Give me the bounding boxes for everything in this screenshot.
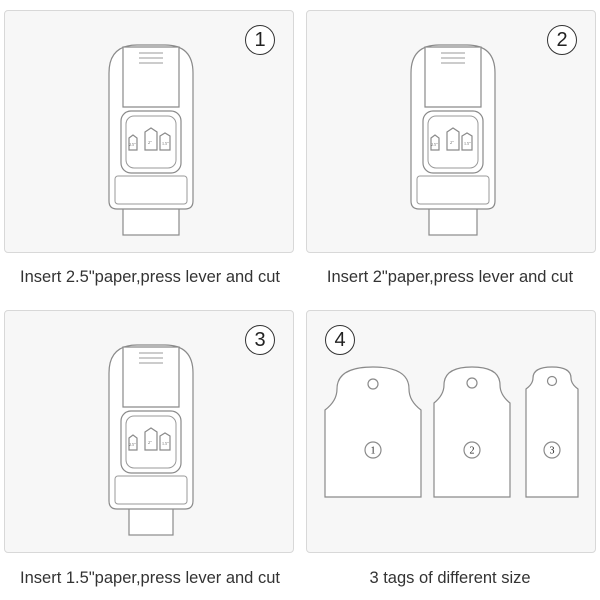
step-1-panel: 1 2.5" 2" 1.5" xyxy=(4,10,294,253)
step-number-badge: 2 xyxy=(547,25,577,55)
tag-label-large: 1.5" xyxy=(162,441,169,446)
tag-label-small: 2.5" xyxy=(431,142,438,147)
punch-lever xyxy=(122,346,180,408)
tag-label-medium: 2" xyxy=(148,440,152,445)
tag-medium: 2 xyxy=(433,366,511,498)
tag-label-small: 2.5" xyxy=(129,442,136,447)
step-2-panel: 2 2.5" 2" 1.5" xyxy=(306,10,596,253)
step-4-caption: 3 tags of different size xyxy=(369,569,531,587)
step-2-caption: Insert 2"paper,press lever and cut xyxy=(326,268,574,286)
tag-label-large: 1.5" xyxy=(162,141,169,146)
step-number-badge: 4 xyxy=(325,325,355,355)
tag-small: 3 xyxy=(525,366,579,498)
paper-punch-illustration: 2.5" 2" 1.5" xyxy=(108,44,194,236)
tag-label-large: 1.5" xyxy=(464,141,471,146)
tag-label-medium: 2" xyxy=(450,140,454,145)
tag-label-small: 2.5" xyxy=(129,142,136,147)
paper-punch-illustration: 2.5" 2" 1.5" xyxy=(108,344,194,536)
tag-number: 3 xyxy=(550,446,555,457)
punch-lever xyxy=(122,46,180,108)
step-number-badge: 3 xyxy=(245,325,275,355)
tag-number: 2 xyxy=(470,446,475,457)
finished-tags-illustration: 1 2 3 xyxy=(324,366,579,498)
paper-punch-illustration: 2.5" 2" 1.5" xyxy=(410,44,496,236)
tag-label-medium: 2" xyxy=(148,140,152,145)
step-4-panel: 4 1 2 3 xyxy=(306,310,596,553)
tag-number: 1 xyxy=(371,446,376,457)
step-number-badge: 1 xyxy=(245,25,275,55)
punch-lever xyxy=(424,46,482,108)
step-3-panel: 3 2.5" 2" 1.5" xyxy=(4,310,294,553)
step-3-caption: Insert 1.5"paper,press lever and cut xyxy=(20,569,280,587)
step-1-caption: Insert 2.5"paper,press lever and cut xyxy=(20,268,280,286)
tag-large: 1 xyxy=(324,366,422,498)
